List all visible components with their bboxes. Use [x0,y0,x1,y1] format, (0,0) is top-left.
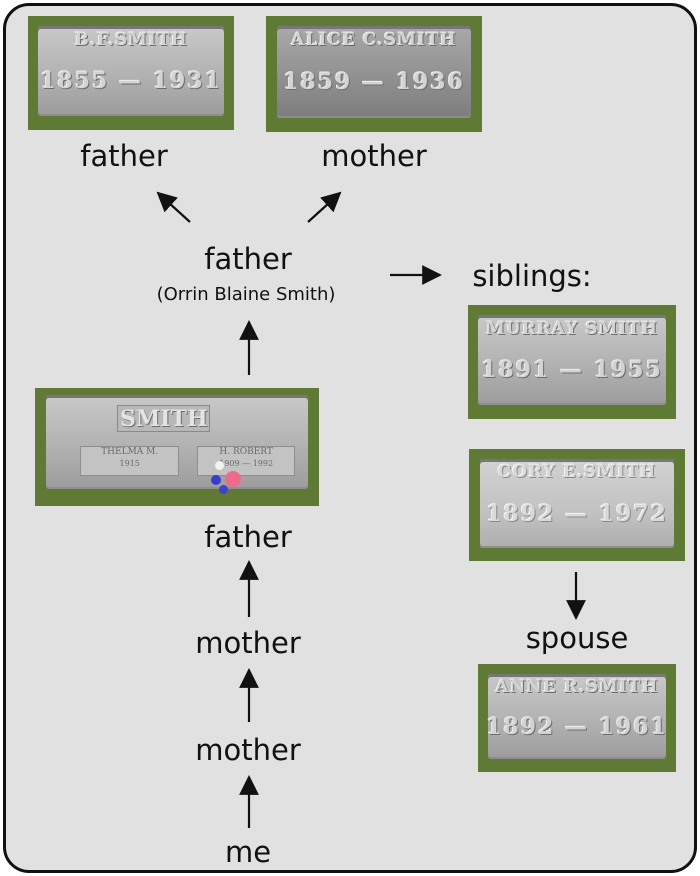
flowers-decoration [211,456,251,503]
headstone-anne-smith: ANNE R.SMITH 1892 — 1961 [478,664,676,772]
label-grandmother: mother [321,139,427,173]
headstone-family-smith: SMITH THELMA M. 1915 H. ROBERT 1909 — 19… [35,388,319,506]
headstone-name: B.F.SMITH [74,29,188,50]
headstone-right-birth: 1909 [219,458,240,468]
label-father-name: (Orrin Blaine Smith) [156,284,336,305]
label-grandfather: father [80,139,168,173]
label-spouse: spouse [525,621,629,655]
headstone-dates: 1892 — 1972 [486,500,668,527]
headstone-dates: 1859 — 1936 [283,69,465,96]
label-father-2: father [204,520,292,554]
headstone-panel-left: THELMA M. 1915 [80,445,179,477]
arrow-to-grandfather [156,191,191,223]
headstone-cory-smith: CORY E.SMITH 1892 — 1972 [469,449,685,561]
headstone-name: MURRAY SMITH [485,318,659,339]
headstone-surname: SMITH [117,404,211,433]
headstone-bf-smith: B.F.SMITH 1855 — 1931 [28,16,234,130]
headstone-right-death: 1992 [252,458,274,468]
label-father: father [204,242,292,276]
headstone-dates: 1855 — 1931 [40,68,222,95]
headstone-name: CORY E.SMITH [497,462,657,483]
headstone-murray-smith: MURRAY SMITH 1891 — 1955 [468,305,676,419]
headstone-name: ALICE C.SMITH [291,29,457,50]
label-mother-2: mother [195,733,301,767]
arrow-to-grandmother [307,191,342,223]
label-mother-1: mother [195,626,301,660]
headstone-panel-right: H. ROBERT 1909 — 1992 [196,445,296,477]
headstone-alice-smith: ALICE C.SMITH 1859 — 1936 [266,16,482,132]
label-siblings: siblings: [472,259,592,293]
headstone-name: ANNE R.SMITH [495,676,659,697]
headstone-dates: 1892 — 1961 [486,713,668,740]
headstone-left-name: THELMA M. [101,446,159,457]
headstone-left-birth: 1915 [119,458,140,468]
headstone-right-name: H. ROBERT [219,446,273,457]
label-me: me [224,835,272,869]
headstone-dates: 1891 — 1955 [481,357,663,384]
